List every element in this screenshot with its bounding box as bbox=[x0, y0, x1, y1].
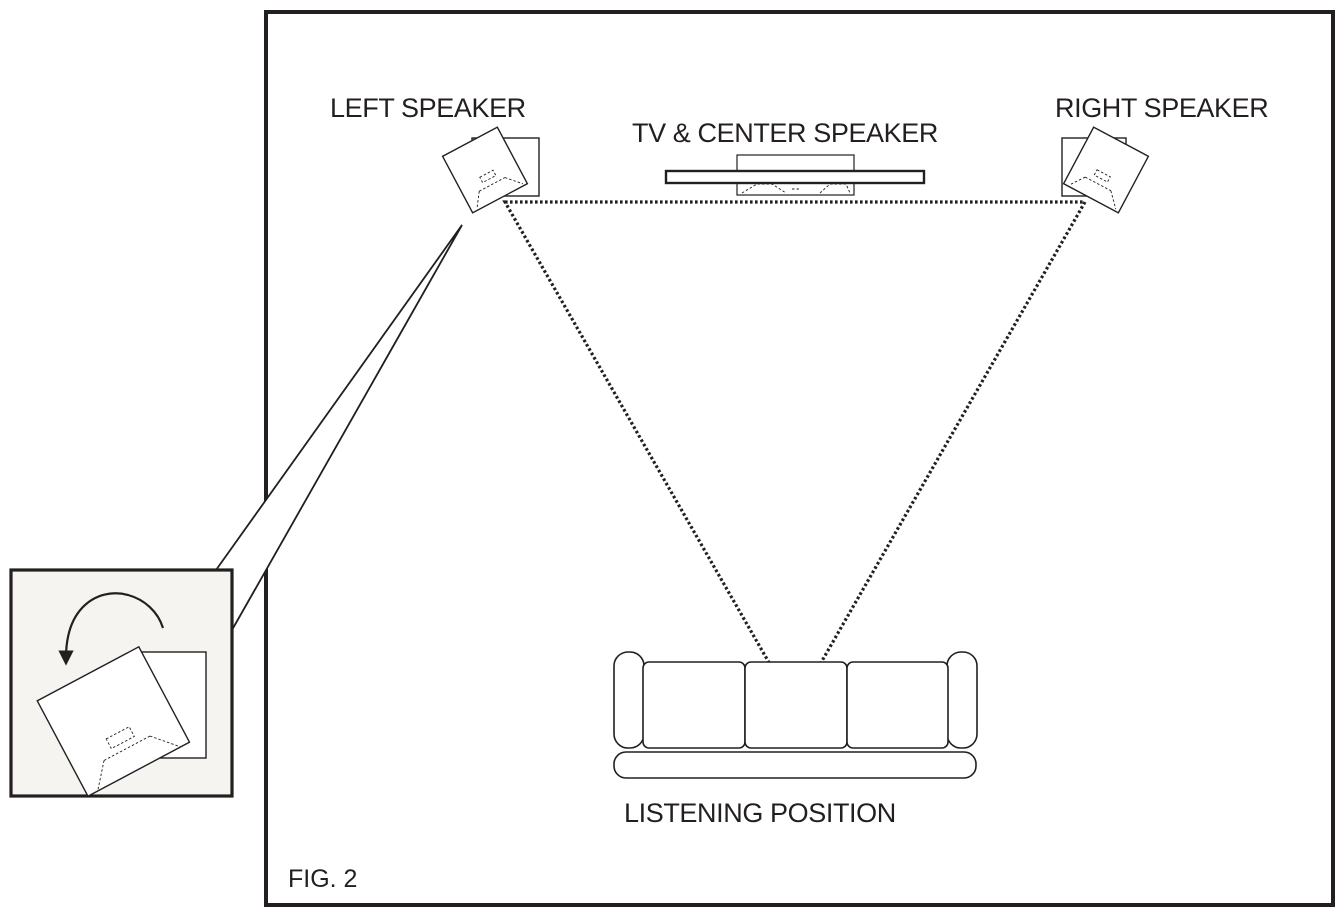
tv-screen bbox=[664, 169, 926, 185]
listening-triangle bbox=[502, 200, 1088, 712]
listening-position-label: LISTENING POSITION bbox=[624, 798, 896, 828]
speaker-rotation-inset bbox=[9, 568, 234, 798]
left-speaker-label: LEFT SPEAKER bbox=[330, 93, 526, 123]
couch-icon bbox=[613, 651, 978, 779]
tv-center-speaker-label: TV & CENTER SPEAKER bbox=[632, 118, 938, 148]
right-speaker-icon bbox=[1061, 126, 1150, 214]
rotate-arrow-icon bbox=[58, 592, 165, 666]
tv-center-speaker bbox=[664, 154, 926, 196]
right-speaker-label: RIGHT SPEAKER bbox=[1055, 93, 1268, 123]
left-speaker-icon bbox=[441, 126, 540, 214]
figure-label: FIG. 2 bbox=[288, 865, 357, 893]
